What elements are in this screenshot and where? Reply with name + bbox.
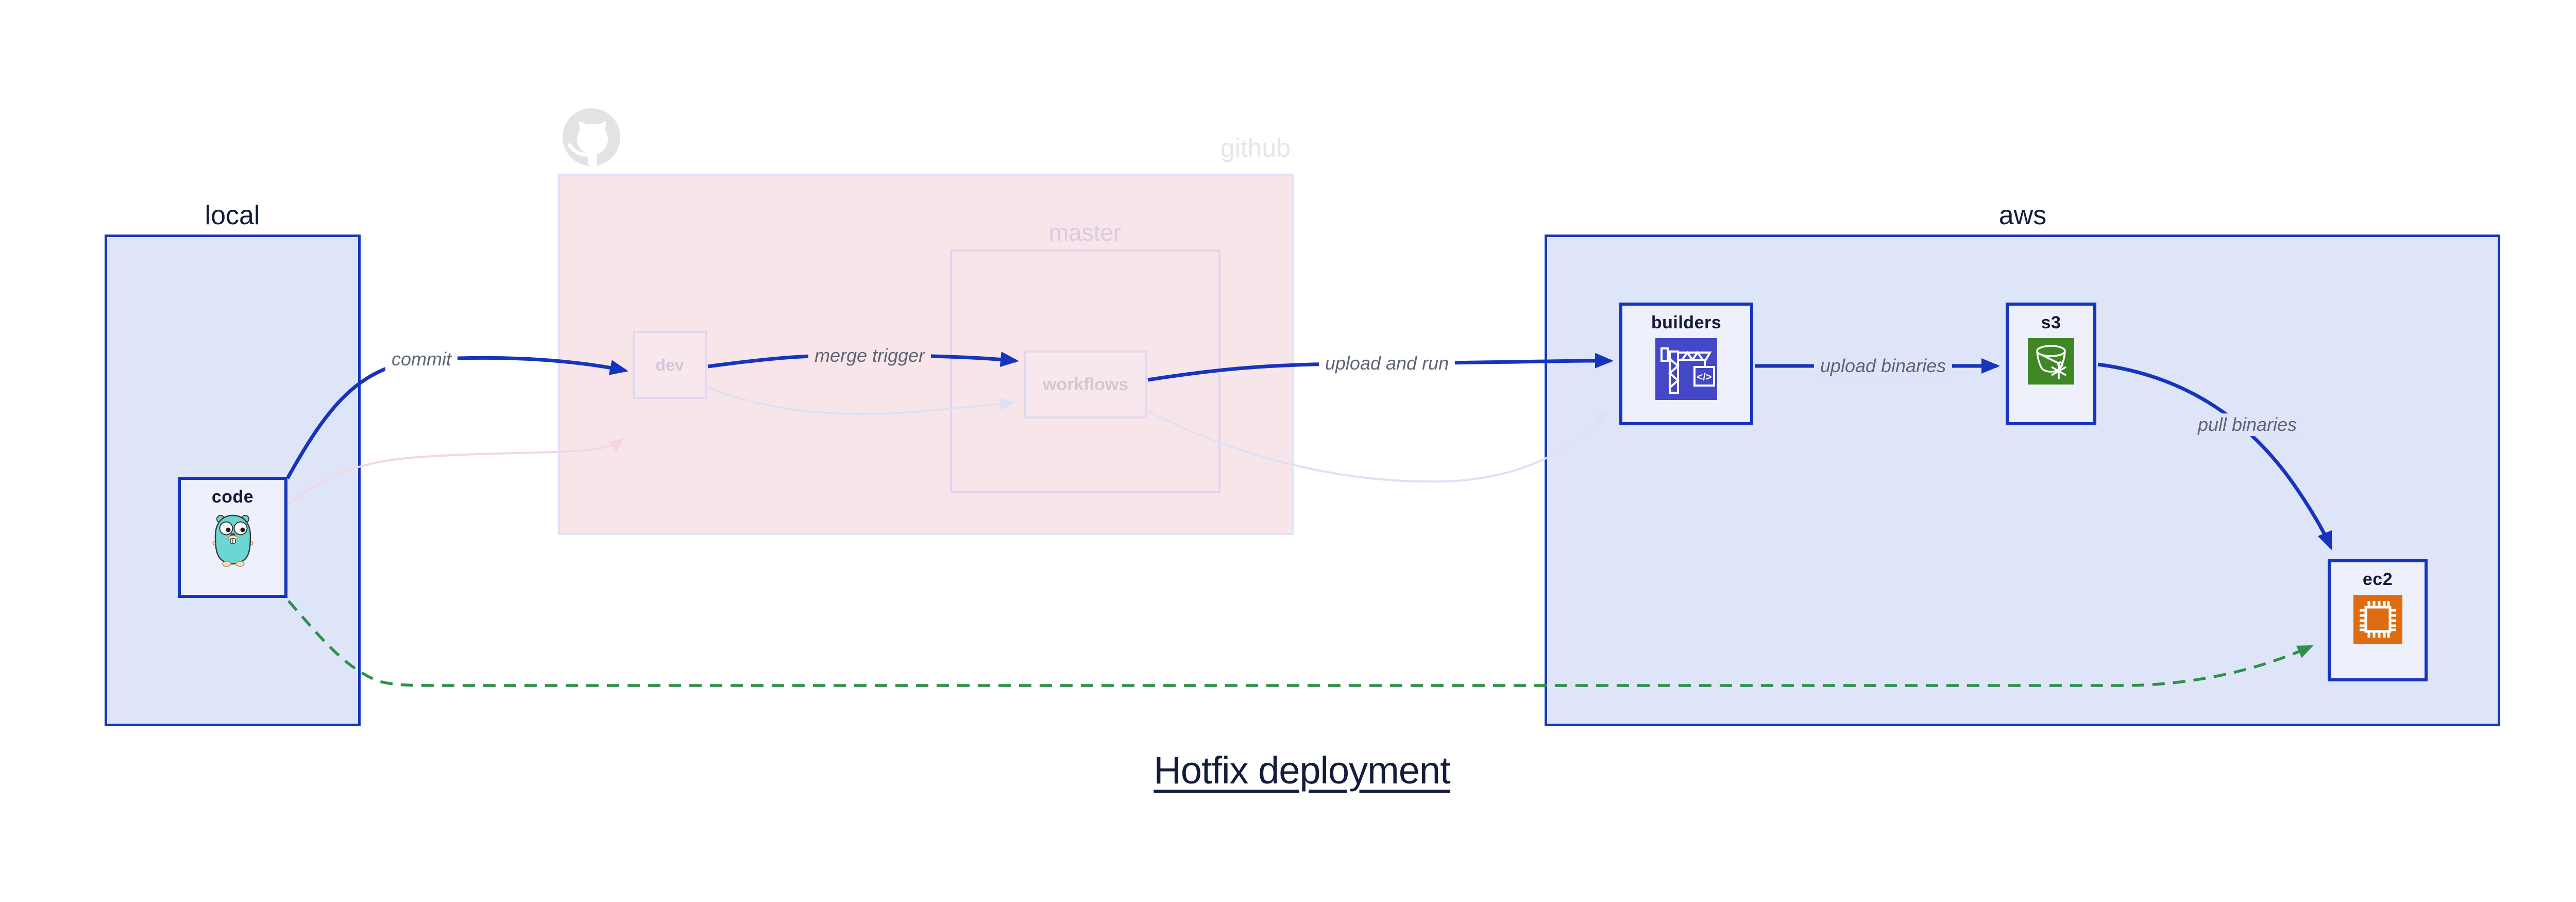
node-s3: s3 (2006, 303, 2096, 425)
edge-label-pull-binaries: pull binaries (2191, 413, 2303, 436)
edge-label-merge-trigger: merge trigger (808, 344, 931, 367)
github-group-label: github (1220, 133, 1291, 162)
node-ec2-label: ec2 (2362, 570, 2393, 589)
edge-label-commit: commit (385, 348, 457, 371)
gopher-icon (212, 514, 253, 567)
node-s3-label: s3 (2041, 313, 2061, 332)
node-builders: builders </> (1619, 303, 1753, 425)
diagram-title: Hotfix deployment (1154, 749, 1450, 792)
s3-glacier-bucket-icon (2028, 338, 2074, 385)
codebuild-code-glyph: </> (1697, 372, 1712, 383)
node-dev-label: dev (655, 355, 684, 374)
node-builders-label: builders (1651, 313, 1722, 332)
codebuild-crane-icon: </> (1655, 338, 1717, 400)
ec2-chip-icon (2353, 595, 2402, 644)
local-group-label: local (205, 201, 260, 230)
node-code: code (178, 477, 287, 598)
octocat-icon (563, 108, 620, 166)
node-workflows-label: workflows (1042, 374, 1129, 394)
aws-group-label: aws (1998, 201, 2047, 230)
master-branch-label: master (1048, 219, 1122, 246)
node-ec2: ec2 (2328, 559, 2428, 681)
node-workflows: workflows (1024, 350, 1147, 419)
edge-label-upload-binaries: upload binaries (1814, 355, 1953, 377)
edge-label-upload-and-run: upload and run (1318, 352, 1455, 375)
node-code-label: code (211, 487, 254, 507)
node-dev: dev (633, 331, 707, 399)
